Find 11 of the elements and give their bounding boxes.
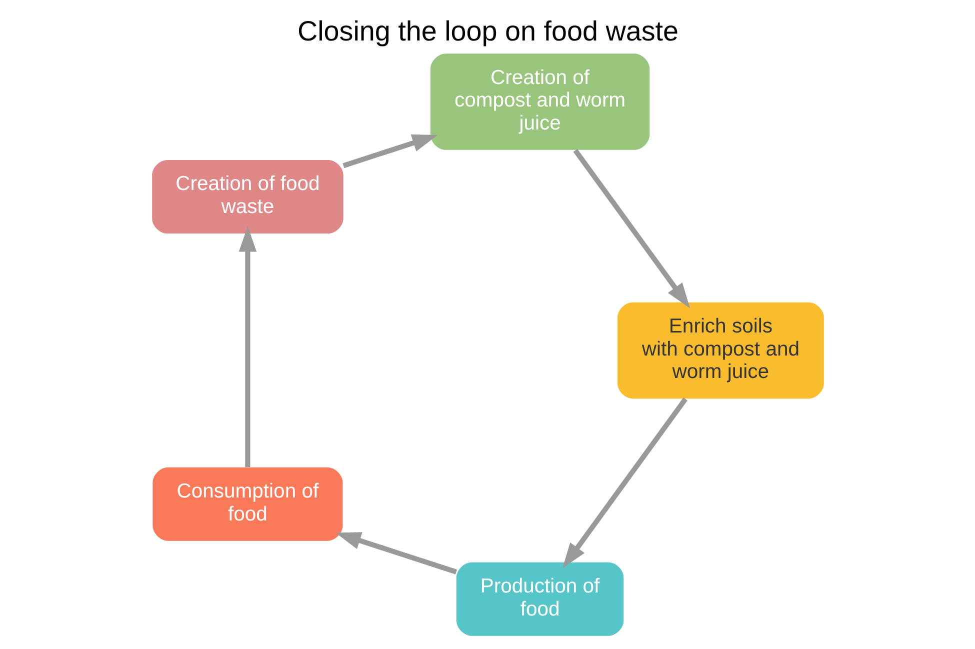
arrow <box>562 398 687 568</box>
arrow <box>335 532 457 574</box>
arrow <box>342 134 438 168</box>
node-box: Production of food <box>456 562 624 636</box>
node-box: Creation of food waste <box>152 160 343 234</box>
node-box: Enrich soils with compost and worm juice <box>616 302 824 399</box>
node-box: Creation of compost and worm juice <box>430 54 650 150</box>
arrow <box>238 226 256 468</box>
arrow <box>572 148 690 308</box>
diagram-title: Closing the loop on food waste <box>297 15 678 46</box>
node-box: Consumption of food <box>152 467 342 541</box>
